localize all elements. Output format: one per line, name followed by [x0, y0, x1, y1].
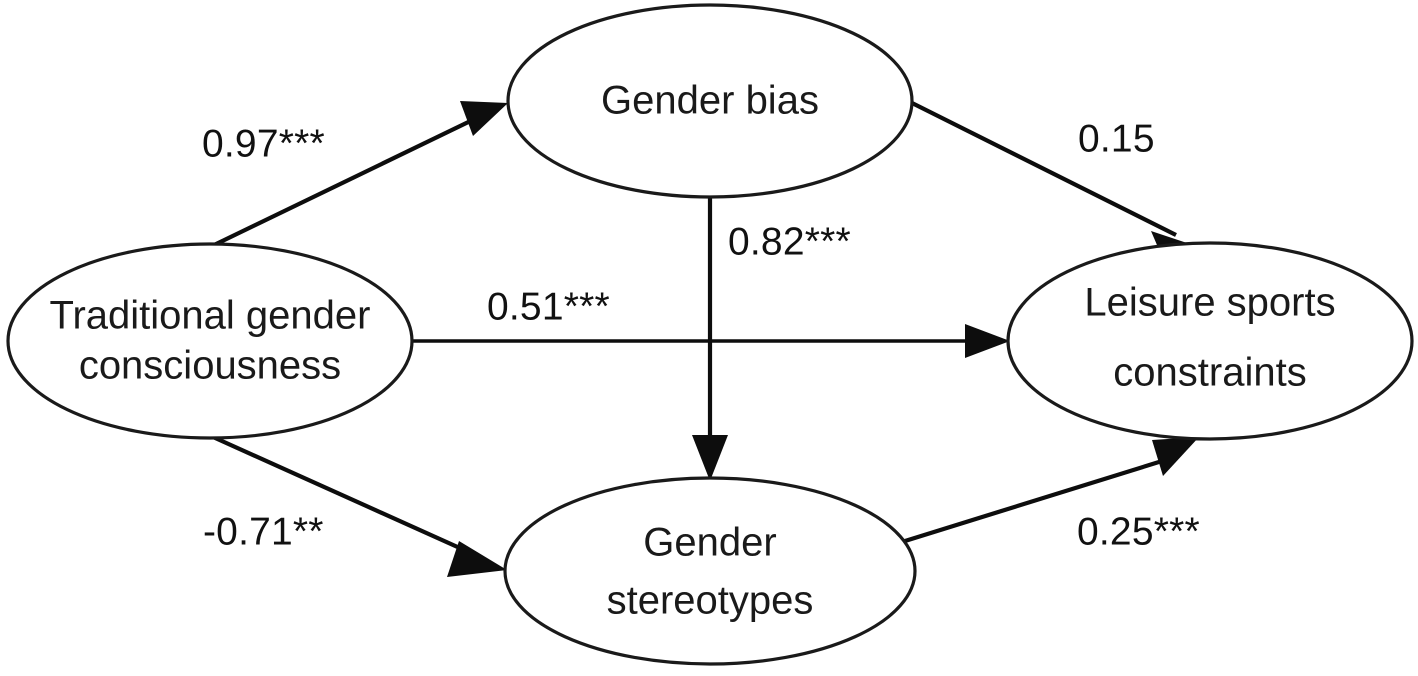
arrowhead-stereotypes-leisure [1152, 437, 1199, 476]
node-ellipse-gender-stereotypes [503, 476, 917, 666]
arrowhead-tgc-gender-bias [460, 101, 508, 136]
arrowhead-tgc-stereotypes [447, 541, 507, 577]
path-line-tgc-stereotypes [212, 435, 483, 560]
node-label-gender-stereotypes-line2: stereotypes [607, 579, 814, 623]
coefficient-label-gender-bias-to-stereotypes: 0.82*** [728, 220, 851, 263]
node-gender-stereotypes[interactable]: Gender stereotypes [503, 476, 917, 666]
node-label-leisure-sports-constraints-line2: constraints [1113, 351, 1306, 395]
node-label-gender-bias: Gender bias [601, 79, 819, 123]
path-gender-bias-to-leisure [905, 98, 1199, 266]
node-label-traditional-gender-consciousness-line2: consciousness [79, 344, 341, 388]
node-traditional-gender-consciousness[interactable]: Traditional gender consciousness [6, 242, 414, 440]
path-gender-bias-to-stereotypes [692, 197, 728, 481]
coefficient-label-tgc-to-leisure: 0.51*** [487, 285, 610, 328]
node-gender-bias[interactable]: Gender bias [506, 3, 914, 199]
node-ellipse-gender-bias [506, 3, 914, 199]
node-label-gender-stereotypes-line1: Gender [643, 521, 776, 565]
coefficient-label-tgc-to-stereotypes: -0.71** [203, 510, 324, 553]
path-stereotypes-to-leisure [904, 437, 1199, 544]
path-tgc-to-leisure [412, 324, 1010, 358]
path-line-stereotypes-leisure [904, 454, 1176, 544]
coefficient-label-tgc-to-gender-bias: 0.97*** [202, 122, 325, 165]
path-line-gender-bias-leisure [905, 98, 1177, 237]
node-ellipse-leisure-sports-constraints [1006, 241, 1414, 441]
path-tgc-to-stereotypes [212, 435, 507, 577]
coefficient-label-gender-bias-to-leisure: 0.15 [1078, 117, 1155, 160]
path-line-tgc-gender-bias [211, 111, 488, 248]
node-label-leisure-sports-constraints-line1: Leisure sports [1084, 281, 1335, 325]
arrowhead-gender-bias-stereotypes [692, 435, 728, 481]
node-ellipse-traditional-gender-consciousness [6, 242, 414, 440]
node-leisure-sports-constraints[interactable]: Leisure sports constraints [1006, 241, 1414, 441]
node-label-traditional-gender-consciousness-line1: Traditional gender [50, 294, 371, 338]
arrowhead-tgc-leisure [965, 324, 1010, 358]
coefficient-label-stereotypes-to-leisure: 0.25*** [1077, 510, 1200, 553]
path-tgc-to-gender-bias [211, 101, 508, 248]
